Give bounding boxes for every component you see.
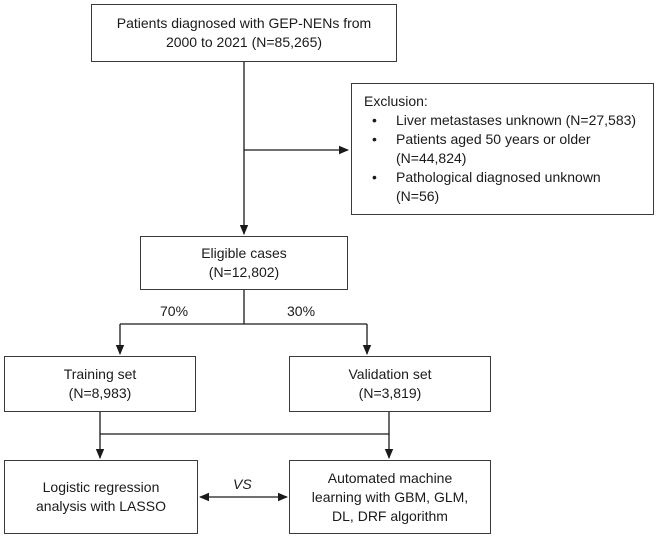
- training-box-line2: (N=8,983): [68, 385, 132, 401]
- automl-box-line3: DL, DRF algorithm: [332, 507, 448, 524]
- eligible-box-line1: Eligible cases: [201, 245, 287, 261]
- start-box-line1: Patients diagnosed with GEP-NENs from: [116, 15, 372, 31]
- exclusion-item-line1: Pathological diagnosed unknown: [396, 169, 601, 185]
- validation-box-line1: Validation set: [348, 366, 432, 382]
- exclusion-item-line2: (N=56): [396, 188, 440, 204]
- exclusion-item: Patients aged 50 years or older (N=44,82…: [364, 130, 643, 168]
- eligible-box-line2: (N=12,802): [208, 264, 280, 280]
- logistic-box: Logistic regression analysis with LASSO: [4, 460, 198, 534]
- split-left-label: 70%: [160, 303, 189, 319]
- exclusion-item: Pathological diagnosed unknown (N=56): [364, 168, 643, 206]
- start-box: Patients diagnosed with GEP-NENs from 20…: [91, 4, 397, 62]
- automl-box: Automated machine learning with GBM, GLM…: [289, 460, 491, 534]
- exclusion-item: Liver metastases unknown (N=27,583): [364, 111, 643, 130]
- versus-label: VS: [233, 476, 252, 492]
- exclusion-item-line1: Liver metastases unknown (N=27,583): [396, 112, 637, 128]
- exclusion-item-line2: (N=44,824): [396, 150, 467, 166]
- training-box-line1: Training set: [63, 366, 137, 382]
- exclusion-item-line1: Patients aged 50 years or older: [396, 131, 591, 147]
- automl-box-line2: learning with GBM, GLM,: [311, 488, 469, 505]
- logistic-box-line1: Logistic regression: [42, 479, 160, 495]
- logistic-box-line2: analysis with LASSO: [36, 498, 166, 514]
- training-box: Training set (N=8,983): [4, 356, 196, 412]
- validation-box-line2: (N=3,819): [358, 385, 422, 401]
- exclusion-box: Exclusion: Liver metastases unknown (N=2…: [351, 83, 654, 215]
- exclusion-list: Liver metastases unknown (N=27,583) Pati…: [364, 111, 643, 206]
- start-box-line2: 2000 to 2021 (N=85,265): [165, 34, 323, 50]
- split-right-label: 30%: [287, 303, 316, 319]
- automl-box-line1: Automated machine: [327, 469, 453, 486]
- eligible-box: Eligible cases (N=12,802): [140, 236, 348, 290]
- exclusion-title: Exclusion:: [364, 93, 428, 109]
- validation-box: Validation set (N=3,819): [289, 356, 491, 412]
